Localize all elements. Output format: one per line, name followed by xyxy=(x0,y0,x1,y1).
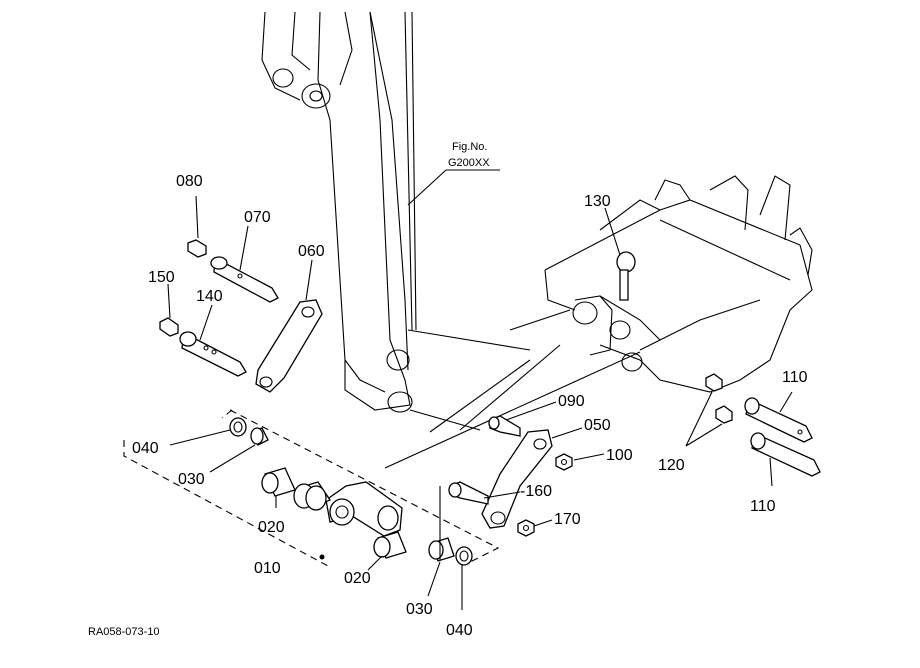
part-070-pin xyxy=(210,225,279,303)
part-060-link xyxy=(255,259,323,393)
callout-080: 080 xyxy=(176,173,203,190)
part-120-grease-nipples xyxy=(685,373,733,447)
callout-050: 050 xyxy=(584,417,611,434)
callout-110-bottom: 110 xyxy=(750,498,776,515)
callout-070: 070 xyxy=(244,209,271,226)
callout-130: 130 xyxy=(584,193,611,210)
callout-020-a: 020 xyxy=(258,519,285,536)
arm-assembly xyxy=(261,11,531,431)
part-100-nut xyxy=(555,453,605,471)
callout-030-right: 030 xyxy=(406,601,433,618)
part-080-grease-nipple xyxy=(187,195,207,258)
figure-reference: Fig.No. G200XX xyxy=(407,141,500,206)
fig-no-value: G200XX xyxy=(448,157,490,169)
callout-040-left: 040 xyxy=(132,440,159,457)
part-170-nut xyxy=(517,519,553,537)
callout-090: 090 xyxy=(558,393,585,410)
part-010-link xyxy=(293,481,403,560)
part-110-pins xyxy=(744,391,821,487)
part-040-washer-left xyxy=(169,417,247,446)
callout-010: 010 xyxy=(254,560,281,577)
callout-110-top: 110 xyxy=(782,369,808,386)
callout-140: 140 xyxy=(196,288,223,305)
part-020-bushing-b xyxy=(367,531,407,571)
part-030-bushing-right xyxy=(427,537,455,597)
part-030-bushing-left xyxy=(209,427,269,473)
part-140-pin xyxy=(179,304,247,377)
callout-020-b: 020 xyxy=(344,570,371,587)
assembly-lines xyxy=(384,309,641,469)
part-020-bushing-a xyxy=(261,467,296,508)
bucket xyxy=(544,175,813,393)
part-130-lock-pin xyxy=(604,207,636,301)
part-150-grease-nipple xyxy=(159,283,179,337)
part-090-bolt xyxy=(488,401,557,437)
callout-040-right: 040 xyxy=(446,622,473,639)
part-050-link xyxy=(481,427,583,529)
part-160-bolt xyxy=(448,481,521,505)
callout-120: 120 xyxy=(658,457,685,474)
callout-100: 100 xyxy=(606,447,633,464)
callout-030-left: 030 xyxy=(178,471,205,488)
callout-060: 060 xyxy=(298,243,325,260)
assembly-frame xyxy=(123,409,500,567)
part-040-washer-right xyxy=(455,546,473,610)
fig-no-label: Fig.No. xyxy=(452,141,487,153)
drawing-code: RA058-073-10 xyxy=(88,626,160,638)
callout-170: 170 xyxy=(554,511,581,528)
callout-160: -160 xyxy=(520,483,552,500)
callout-150: 150 xyxy=(148,269,175,286)
callout-labels: 080 070 060 150 140 040 030 020 010 020 … xyxy=(132,173,808,639)
